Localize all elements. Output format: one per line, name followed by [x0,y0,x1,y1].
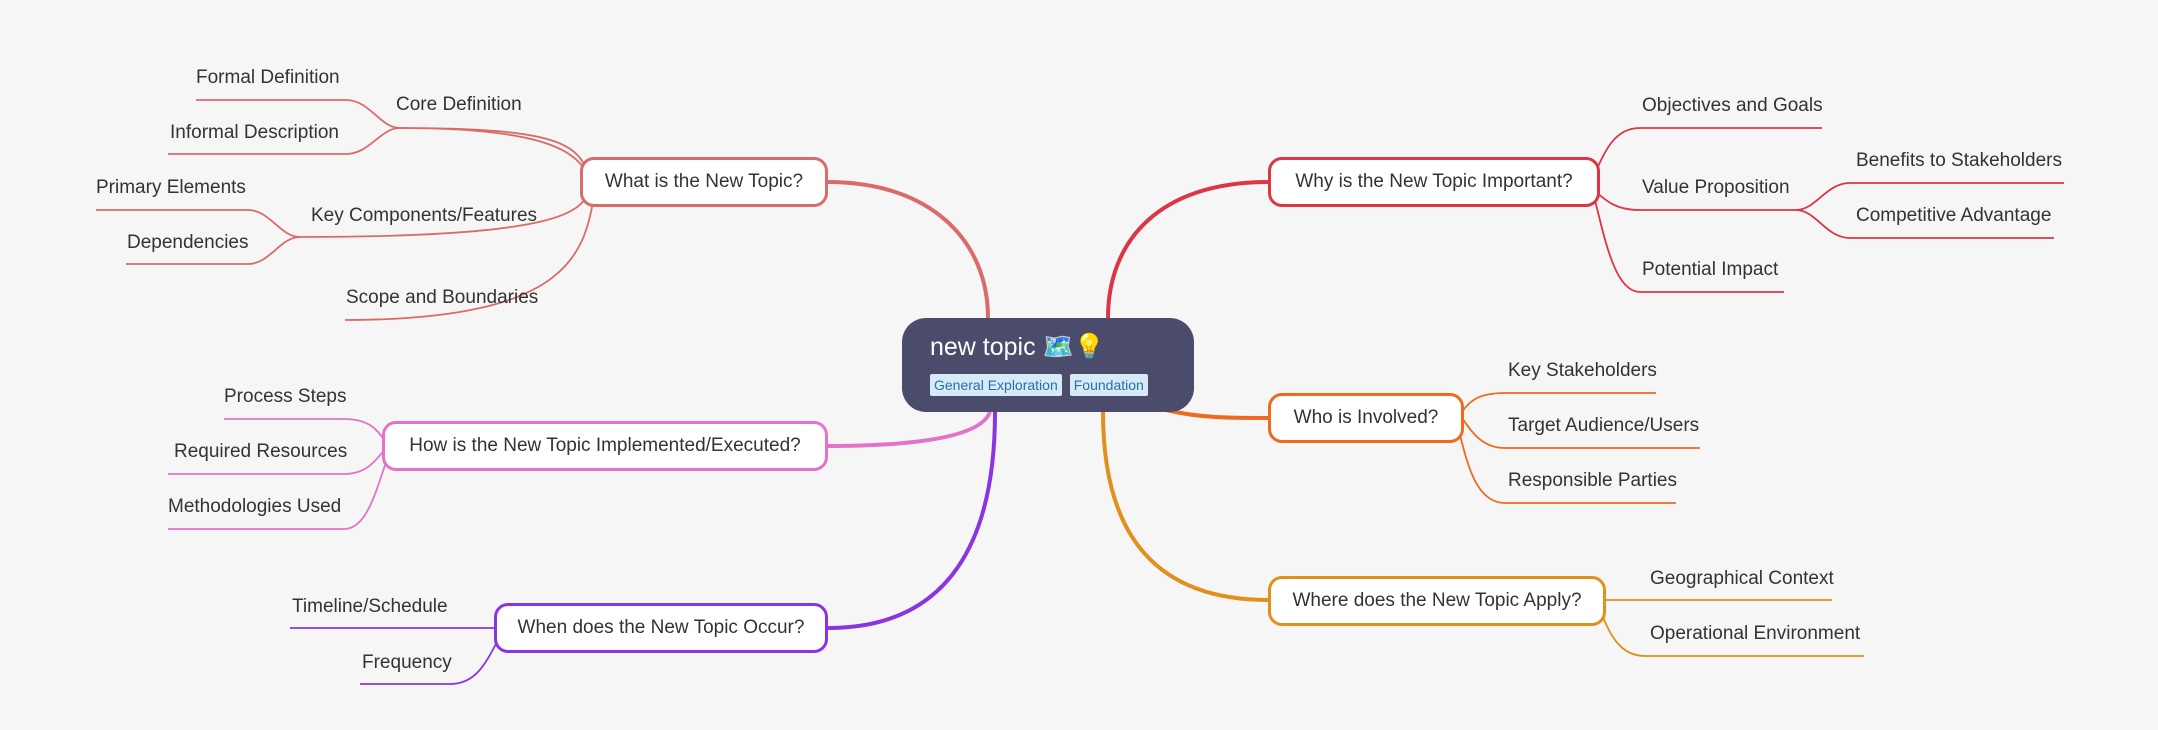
node-geographical-context[interactable]: Geographical Context [1650,568,1834,589]
link-value-benefits [1795,182,2064,211]
link-central-when [827,411,997,630]
link-what-core [399,127,593,183]
node-formal-definition[interactable]: Formal Definition [196,67,340,88]
branch-what[interactable]: What is the New Topic? [580,157,828,207]
link-core-informal [168,127,401,155]
node-timeline-schedule[interactable]: Timeline/Schedule [292,596,448,617]
link-core-underline [399,127,591,181]
node-frequency[interactable]: Frequency [362,652,452,673]
link-value-advantage [1795,209,2054,239]
node-key-components[interactable]: Key Components/Features [311,205,538,226]
central-topic[interactable]: new topic 🗺️💡 General Exploration Founda… [902,318,1194,412]
node-dependencies[interactable]: Dependencies [127,232,249,253]
link-central-who [1165,408,1269,420]
node-potential-impact[interactable]: Potential Impact [1642,259,1779,280]
link-why-impact [1593,195,1784,293]
node-primary-elements[interactable]: Primary Elements [96,177,246,198]
link-why-objectives [1593,127,1822,177]
node-operational-environment[interactable]: Operational Environment [1650,623,1861,644]
branch-where[interactable]: Where does the New Topic Apply? [1268,576,1606,626]
node-target-audience[interactable]: Target Audience/Users [1508,415,1700,436]
branch-who[interactable]: Who is Involved? [1268,393,1464,443]
central-topic-title: new topic 🗺️💡 [930,333,1105,361]
node-objectives-goals[interactable]: Objectives and Goals [1642,95,1823,116]
branch-how[interactable]: How is the New Topic Implemented/Execute… [382,421,828,471]
node-process-steps[interactable]: Process Steps [224,386,347,407]
branch-when[interactable]: When does the New Topic Occur? [494,603,828,653]
link-central-where [1101,411,1269,602]
node-informal-description[interactable]: Informal Description [170,122,339,143]
link-who-responsible [1457,425,1676,504]
link-central-what [827,180,990,319]
branch-why[interactable]: Why is the New Topic Important? [1268,157,1600,207]
node-competitive-advantage[interactable]: Competitive Advantage [1856,205,2052,226]
link-key-primary [96,209,301,238]
link-central-why [1106,180,1269,319]
link-central-how [827,411,992,448]
central-topic-tags: General Exploration Foundation [930,374,1166,396]
link-key-deps [126,236,301,265]
link-what-scope [344,189,596,321]
tag-general-exploration[interactable]: General Exploration [930,374,1062,396]
node-required-resources[interactable]: Required Resources [174,441,348,462]
link-who-target [1461,417,1700,449]
node-value-proposition[interactable]: Value Proposition [1642,177,1790,198]
node-benefits-stakeholders[interactable]: Benefits to Stakeholders [1856,150,2062,171]
node-responsible-parties[interactable]: Responsible Parties [1508,470,1677,491]
node-methodologies-used[interactable]: Methodologies Used [168,496,342,517]
node-key-stakeholders[interactable]: Key Stakeholders [1508,360,1657,381]
link-when-frequency [360,639,499,685]
node-core-definition[interactable]: Core Definition [396,94,522,115]
link-core-formal [196,99,401,129]
tag-foundation[interactable]: Foundation [1069,374,1148,396]
link-who-key [1461,392,1656,413]
node-scope-boundaries[interactable]: Scope and Boundaries [346,287,539,308]
